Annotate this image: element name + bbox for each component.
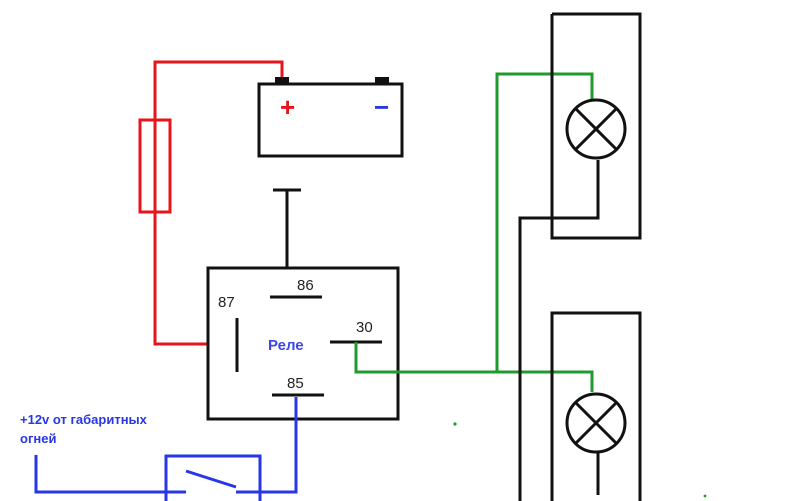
- relay-icon: 86 87 30 85 Реле: [206, 266, 400, 421]
- lamp-housings: [518, 12, 642, 501]
- battery-plus-sign: +: [280, 92, 295, 122]
- battery-icon: + −: [257, 77, 404, 158]
- artifact-dot: [453, 422, 457, 426]
- switch-blade: [185, 469, 237, 489]
- upper-lamp-housing: [550, 12, 642, 240]
- lamp-icon: [565, 392, 627, 454]
- battery-plus-terminal: [275, 77, 289, 85]
- relay-pin30-label: 30: [356, 319, 373, 336]
- input-note-line2: огней: [20, 431, 56, 446]
- lamp-icon: [565, 98, 627, 160]
- upper-lamp-return-wire: [518, 160, 600, 501]
- blue-wire-switch-to-pin85: [260, 397, 298, 494]
- red-wire-battery-to-fuse: [153, 60, 284, 120]
- artifact-dot: [703, 494, 707, 498]
- battery-minus-terminal: [375, 77, 389, 85]
- blue-wire-circuit: [34, 397, 298, 501]
- relay-pin86-label: 86: [297, 277, 314, 294]
- input-note-line1: +12v от габаритных: [20, 412, 148, 427]
- relay-name-label: Реле: [268, 337, 304, 354]
- switch-icon: [164, 454, 262, 501]
- relay-pin85-label: 85: [287, 375, 304, 392]
- lower-lamp-housing: [550, 311, 642, 501]
- battery-minus-sign: −: [374, 92, 389, 122]
- green-wire-pin30-to-lower-lamp: [354, 342, 594, 392]
- green-wire-circuit: [354, 72, 594, 392]
- relay-pin87-label: 87: [218, 294, 235, 311]
- blue-wire-input: [34, 455, 166, 494]
- green-wire-to-upper-lamp: [495, 72, 594, 372]
